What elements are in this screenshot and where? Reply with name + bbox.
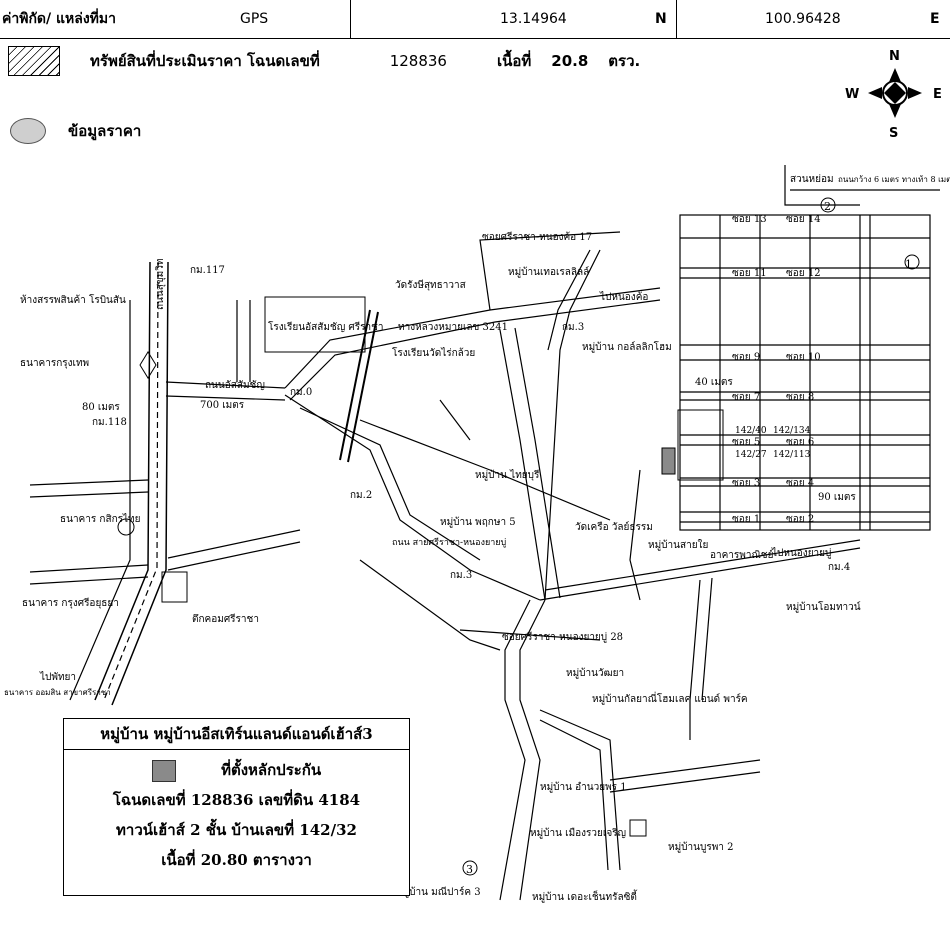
map-label: หมู่บ้าน เดอะเช็นทรัลซิตี้ — [532, 889, 638, 903]
map-label: ซอย 5 — [732, 437, 760, 448]
infobox-line1: โฉนดเลขที่ 128836 เลขที่ดิน 4184 — [112, 791, 361, 809]
map-label: ทางหลวงหมายเลข 3241 — [398, 322, 508, 333]
legend-property-row: ทรัพย์สินที่ประเมินราคา โฉนดเลขที่ 12883… — [8, 46, 640, 76]
map-label: หมู่บ้าน อำนวยพร 1 — [540, 781, 627, 793]
map-label: 40 เมตร — [695, 377, 733, 388]
coordinate-header: ค่าพิกัด/ แหล่งที่มา GPS 13.14964 N 100.… — [0, 0, 950, 39]
map-label: ธนาคารกรุงเทพ — [20, 358, 89, 369]
latitude-dir: N — [655, 11, 667, 27]
map-label: ซอย 11 — [732, 268, 767, 279]
map-label: 3 — [466, 863, 473, 876]
map-label: กม.0 — [290, 387, 312, 398]
map-label: ไปหนองค้อ — [599, 291, 648, 303]
map-label: ซอย 10 — [786, 352, 821, 363]
legend-area-label: เนื้อที่ — [496, 52, 532, 70]
map-label: 142/40 — [735, 426, 767, 436]
map-label: อาคารพาณิชย์ — [710, 549, 773, 561]
legend-deed-no: 128836 — [389, 52, 447, 70]
map-label: กม.3 — [562, 322, 584, 333]
map-label: 80 เมตร — [82, 402, 120, 413]
infobox-line3: เนื้อที่ 20.80 ตารางวา — [161, 851, 312, 869]
collateral-swatch-icon — [151, 760, 176, 782]
infobox-line2: ทาวน์เฮ้าส์ 2 ชั้น บ้านเลขที่ 142/32 — [116, 821, 357, 839]
map-label: ซอยศรีราชา-หนองยายบู่ 28 — [502, 631, 623, 643]
map-label: ซอย 3 — [732, 478, 760, 489]
coord-label: ค่าพิกัด/ แหล่งที่มา — [2, 11, 116, 27]
map-label: ซอย 8 — [786, 392, 814, 403]
latitude-value: 13.14964 — [500, 11, 567, 27]
map-label: ธนาคาร กรุงศรีอยุธยา — [22, 597, 119, 609]
map-label: ไปพัทยา — [39, 671, 76, 683]
map-label: หมู่บ้าน เมืองรวยเจริญ — [530, 827, 626, 839]
map-label: กม.3 — [450, 570, 472, 581]
map-label: โรงเรียนอัสสัมชัญ ศรีราชา — [268, 320, 384, 333]
price-dot-icon — [10, 118, 46, 144]
map-label: ธนาคาร กสิกรไทย — [60, 513, 140, 525]
longitude-dir: E — [930, 11, 940, 27]
map-label: 142/113 — [773, 450, 811, 460]
compass-w: W — [845, 87, 859, 102]
map-label: หมู่บ้าน กอล์ลลิกโฮม — [582, 340, 672, 353]
map-label: หมู่บ้านวัฒยา — [566, 667, 624, 679]
map-label: ไปหนองยายบู่ — [771, 547, 831, 559]
collateral-marker — [661, 447, 676, 475]
map-label: หมู่บ้านเทอเรลลิลล์ — [508, 266, 589, 278]
map-label: ซอยศรีราชา-หนองค้อ 17 — [482, 231, 592, 243]
map-label: ห้างสรรพสินค้า โรบินสัน — [20, 293, 126, 306]
map-label: หมู่บ้านบูรพา 2 — [668, 841, 733, 853]
map-label: 142/134 — [773, 426, 811, 436]
legend-price-label: ข้อมูลราคา — [68, 122, 142, 140]
compass-icon: N S W E — [845, 49, 942, 141]
map-label: หมู่บ้านกัลยาณี่โฮมเลค แอนด์ พาร์ค — [592, 691, 748, 705]
map-label: ซอย 7 — [732, 392, 760, 403]
map-label: 142/27 — [735, 450, 767, 460]
map-label: กม.118 — [92, 417, 127, 428]
longitude-value: 100.96428 — [765, 11, 841, 27]
legend-area-value: 20.8 — [551, 52, 589, 70]
coord-source: GPS — [240, 11, 269, 27]
map-label: ถนน สายศรีราชา-หนองยายบู่ — [392, 537, 507, 548]
map-label: ซอย 6 — [786, 437, 814, 448]
map-label: ธนาคาร ออมสิน สาขาศรีราชา — [4, 688, 111, 697]
map-label: ตึกคอมศรีราชา — [192, 613, 259, 625]
map-label: สวนหย่อม — [790, 174, 834, 185]
map-label: กม.2 — [350, 490, 372, 501]
map-label: หมู่บ้านโอมทาวน์ — [786, 600, 861, 613]
map-label: โรงเรียนวัดไร่กล้วย — [392, 346, 475, 359]
hatch-swatch-icon — [8, 46, 60, 76]
map-label: ซอย 13 — [732, 214, 767, 225]
map-label: หมู่บ้าน มณีปาร์ค 3 — [396, 886, 481, 898]
map-label: ซอย 1 — [732, 514, 760, 525]
map-label: ซอย 12 — [786, 268, 821, 279]
legend-area-unit: ตรว. — [608, 52, 641, 70]
compass-s: S — [889, 126, 898, 141]
map-label: หมู่บ้านสายใย — [648, 539, 708, 551]
landmark-shapes — [117, 197, 920, 876]
map-label: 90 เมตร — [818, 492, 856, 503]
map-label: ซอย 14 — [786, 214, 821, 225]
map-label: 1 — [905, 258, 912, 271]
map-label: ถนนสุขุมวิท — [155, 259, 166, 310]
map-label: ซอย 4 — [786, 478, 814, 489]
map-label: วัดรังษีสุทธาวาส — [395, 279, 466, 291]
map-label: 700 เมตร — [200, 400, 245, 411]
map-label: ซอย 9 — [732, 352, 760, 363]
compass-e: E — [933, 87, 942, 102]
legend-property-label: ทรัพย์สินที่ประเมินราคา โฉนดเลขที่ — [90, 52, 320, 70]
map-label: กม.117 — [190, 265, 225, 276]
legend-price-row: ข้อมูลราคา — [10, 118, 141, 144]
compass-n: N — [889, 49, 900, 64]
collateral-infobox: หมู่บ้าน หมู่บ้านอีสเทิร์นแลนด์แอนด์เฮ้า… — [63, 718, 410, 896]
map-label: วัดเครือ วัลย์ธรรม — [575, 521, 653, 533]
map-label: ถนนอัสสัมชัญ — [205, 380, 265, 391]
map-label: ซอย 2 — [786, 514, 814, 525]
infobox-collateral: ที่ตั้งหลักประกัน — [221, 761, 322, 779]
map-label: 2 — [824, 200, 831, 213]
map-label: กม.4 — [828, 562, 850, 573]
map-label: หมู่บ้าน พฤกษา 5 — [440, 516, 516, 528]
infobox-title: หมู่บ้าน หมู่บ้านอีสเทิร์นแลนด์แอนด์เฮ้า… — [64, 719, 409, 750]
map-label: ถนนกว้าง 6 เมตร ทางเท้า 8 เมตร — [838, 175, 950, 184]
map-label: หมู่บ้าน ไทยบุรี — [475, 469, 540, 481]
